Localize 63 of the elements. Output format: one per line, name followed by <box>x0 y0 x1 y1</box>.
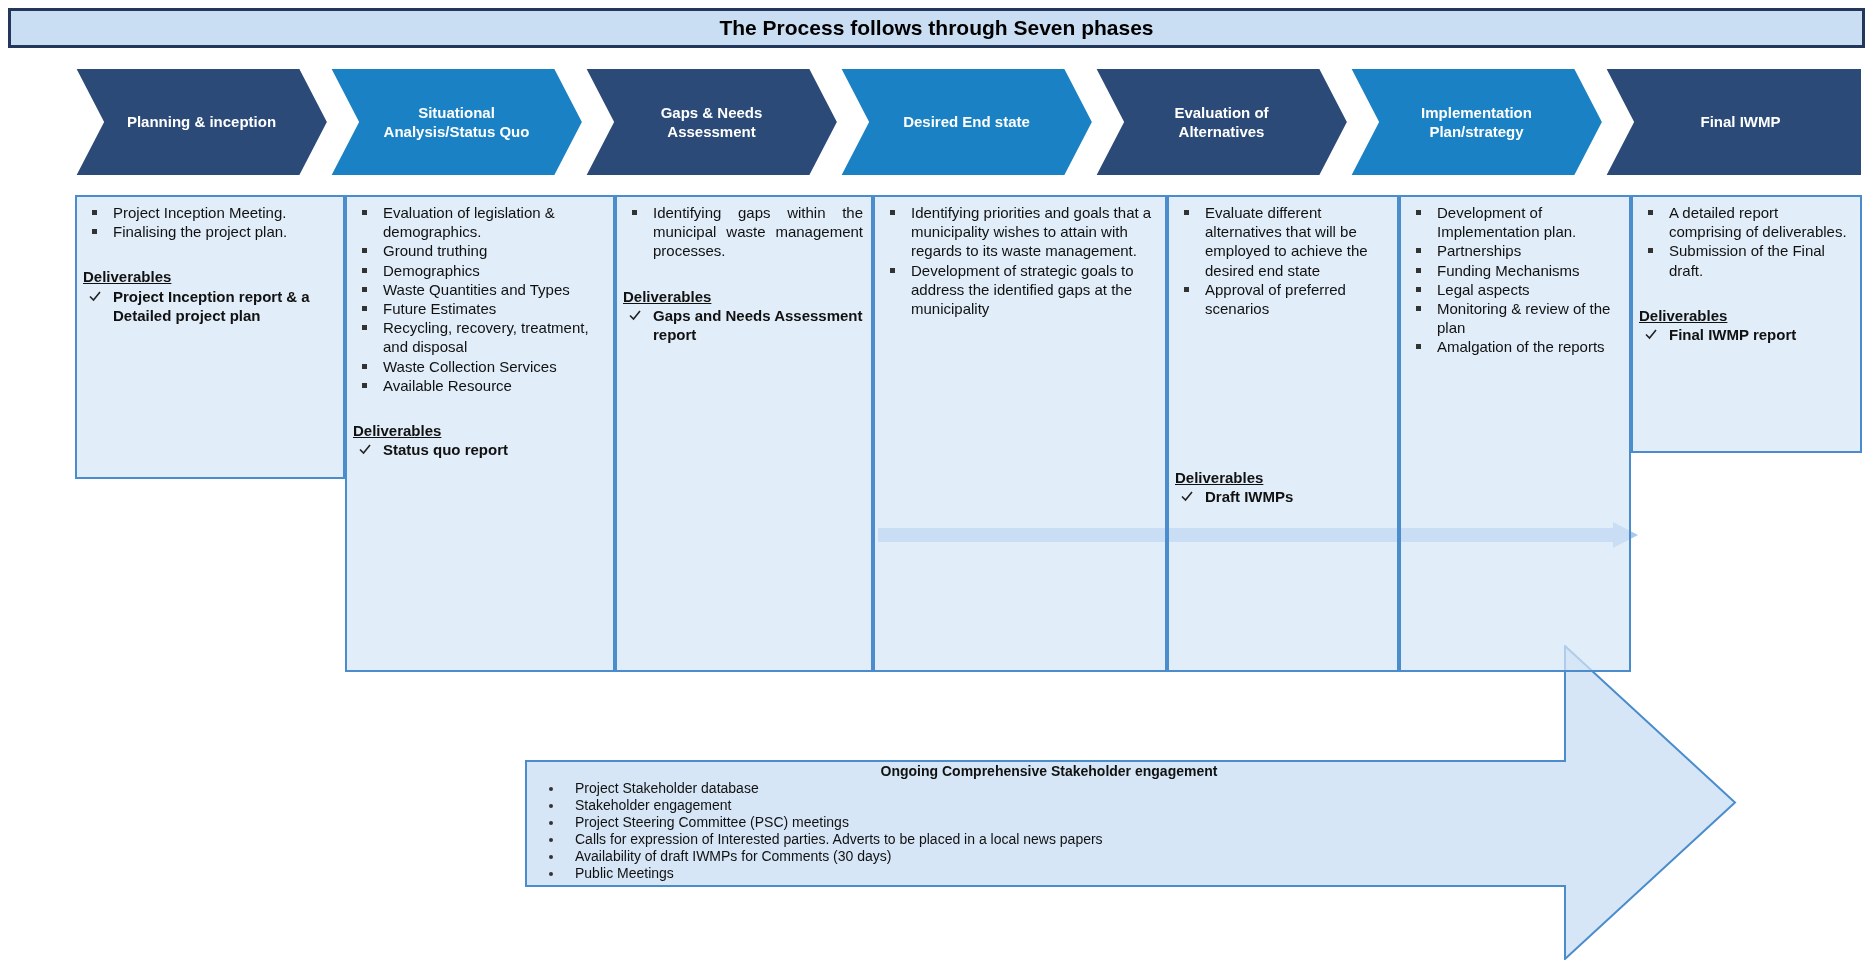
bullet-item: Identifying gaps within the municipal waste management processes. <box>653 203 863 261</box>
bullet-item: Public Meetings <box>575 865 674 882</box>
bullet-item: Identifying priorities and goals that a municipality wishes to attain with regards to its waste management. <box>911 204 1152 260</box>
engagement-title: Ongoing Comprehensive Stakeholder engagement <box>879 763 1219 781</box>
bullet-item: Available Resource <box>383 376 512 394</box>
bullet-item: Availability of draft IWMPs for Comments (30 days) <box>575 848 892 865</box>
deliverables-heading: Deliverables <box>623 287 712 305</box>
deliverable-item: Final IWMP report <box>1669 325 1797 343</box>
phase-title: Final IWMP <box>1699 112 1782 132</box>
bullet-item: Development of strategic goals to address the identified gaps at the municipality <box>911 261 1134 317</box>
deliverable-item: Status quo report <box>383 441 508 459</box>
bullet-item: Calls for expression of Interested parties. Adverts to be placed in a local news papers <box>575 831 1103 848</box>
bullet-item: A detailed report comprising of deliverables. <box>1669 204 1847 241</box>
bullet-item: Ground truthing <box>383 242 488 260</box>
phase-title: Planning & inception <box>125 112 278 132</box>
phase-box <box>1399 195 1631 672</box>
bullet-item: Project Stakeholder database <box>575 780 759 797</box>
phase-title: Gaps & Needs Assessment <box>659 102 764 142</box>
bullet-item: Submission of the Final draft. <box>1669 242 1825 279</box>
deliverable-item: Draft IWMPs <box>1205 488 1294 506</box>
banner-title: The Process follows through Seven phases <box>719 16 1154 40</box>
bullet-item: Recycling, recovery, treatment, and disposal <box>383 319 589 356</box>
bullet-item: Finalising the project plan. <box>113 223 288 241</box>
bullet-item: Waste Collection Services <box>383 357 557 375</box>
phase-header <box>75 68 328 176</box>
phase-title: Evaluation of Alternatives <box>1173 102 1270 142</box>
bullet-item: Amalgation of the reports <box>1437 338 1605 356</box>
bullet-item: Evaluate different alternatives that will be employed to achieve the desired end state <box>1205 204 1368 279</box>
bullet-item: Stakeholder engagement <box>575 797 732 814</box>
phase-box <box>75 195 345 479</box>
phase-box <box>1631 195 1862 453</box>
phase-box <box>345 195 615 672</box>
bullet-item: Evaluation of legislation & demographics. <box>383 204 555 241</box>
deliverables-heading: Deliverables <box>83 268 172 286</box>
bullet-item: Project Steering Committee (PSC) meetings <box>575 814 849 831</box>
phase-title: Situational Analysis/Status Quo <box>382 102 531 142</box>
bullet-item: Development of Implementation plan. <box>1437 204 1577 241</box>
phase-header <box>330 68 583 176</box>
deliverables-heading: Deliverables <box>1639 306 1728 324</box>
bullet-item: Waste Quantities and Types <box>383 280 570 298</box>
bullet-item: Funding Mechanisms <box>1437 261 1580 279</box>
phase-title: Desired End state <box>902 112 1031 132</box>
bullet-item: Partnerships <box>1437 242 1522 260</box>
bullet-item: Monitoring & review of the plan <box>1437 299 1611 337</box>
bullet-item: Project Inception Meeting. <box>113 204 287 221</box>
bullet-item: Legal aspects <box>1437 280 1530 298</box>
bullet-item: Future Estimates <box>383 299 497 317</box>
phase-header <box>1605 68 1862 176</box>
phase-box <box>615 195 873 672</box>
phase-header <box>1095 68 1348 176</box>
phase-header <box>585 68 838 176</box>
bullet-item: Approval of preferred scenarios <box>1205 280 1346 317</box>
title-banner <box>8 8 1865 48</box>
phase-header <box>840 68 1093 176</box>
phase-box <box>873 195 1167 672</box>
deliverables-heading: Deliverables <box>353 421 442 439</box>
deliverable-item: Project Inception report & a Detailed project plan <box>113 287 310 324</box>
bullet-item: Demographics <box>383 261 480 279</box>
phase-header <box>1350 68 1603 176</box>
phase-box <box>1167 195 1399 672</box>
phase-title: Implementation Plan/strategy <box>1420 102 1533 142</box>
deliverables-heading: Deliverables <box>1175 469 1264 487</box>
deliverable-item: Gaps and Needs Assessment report <box>653 306 863 343</box>
